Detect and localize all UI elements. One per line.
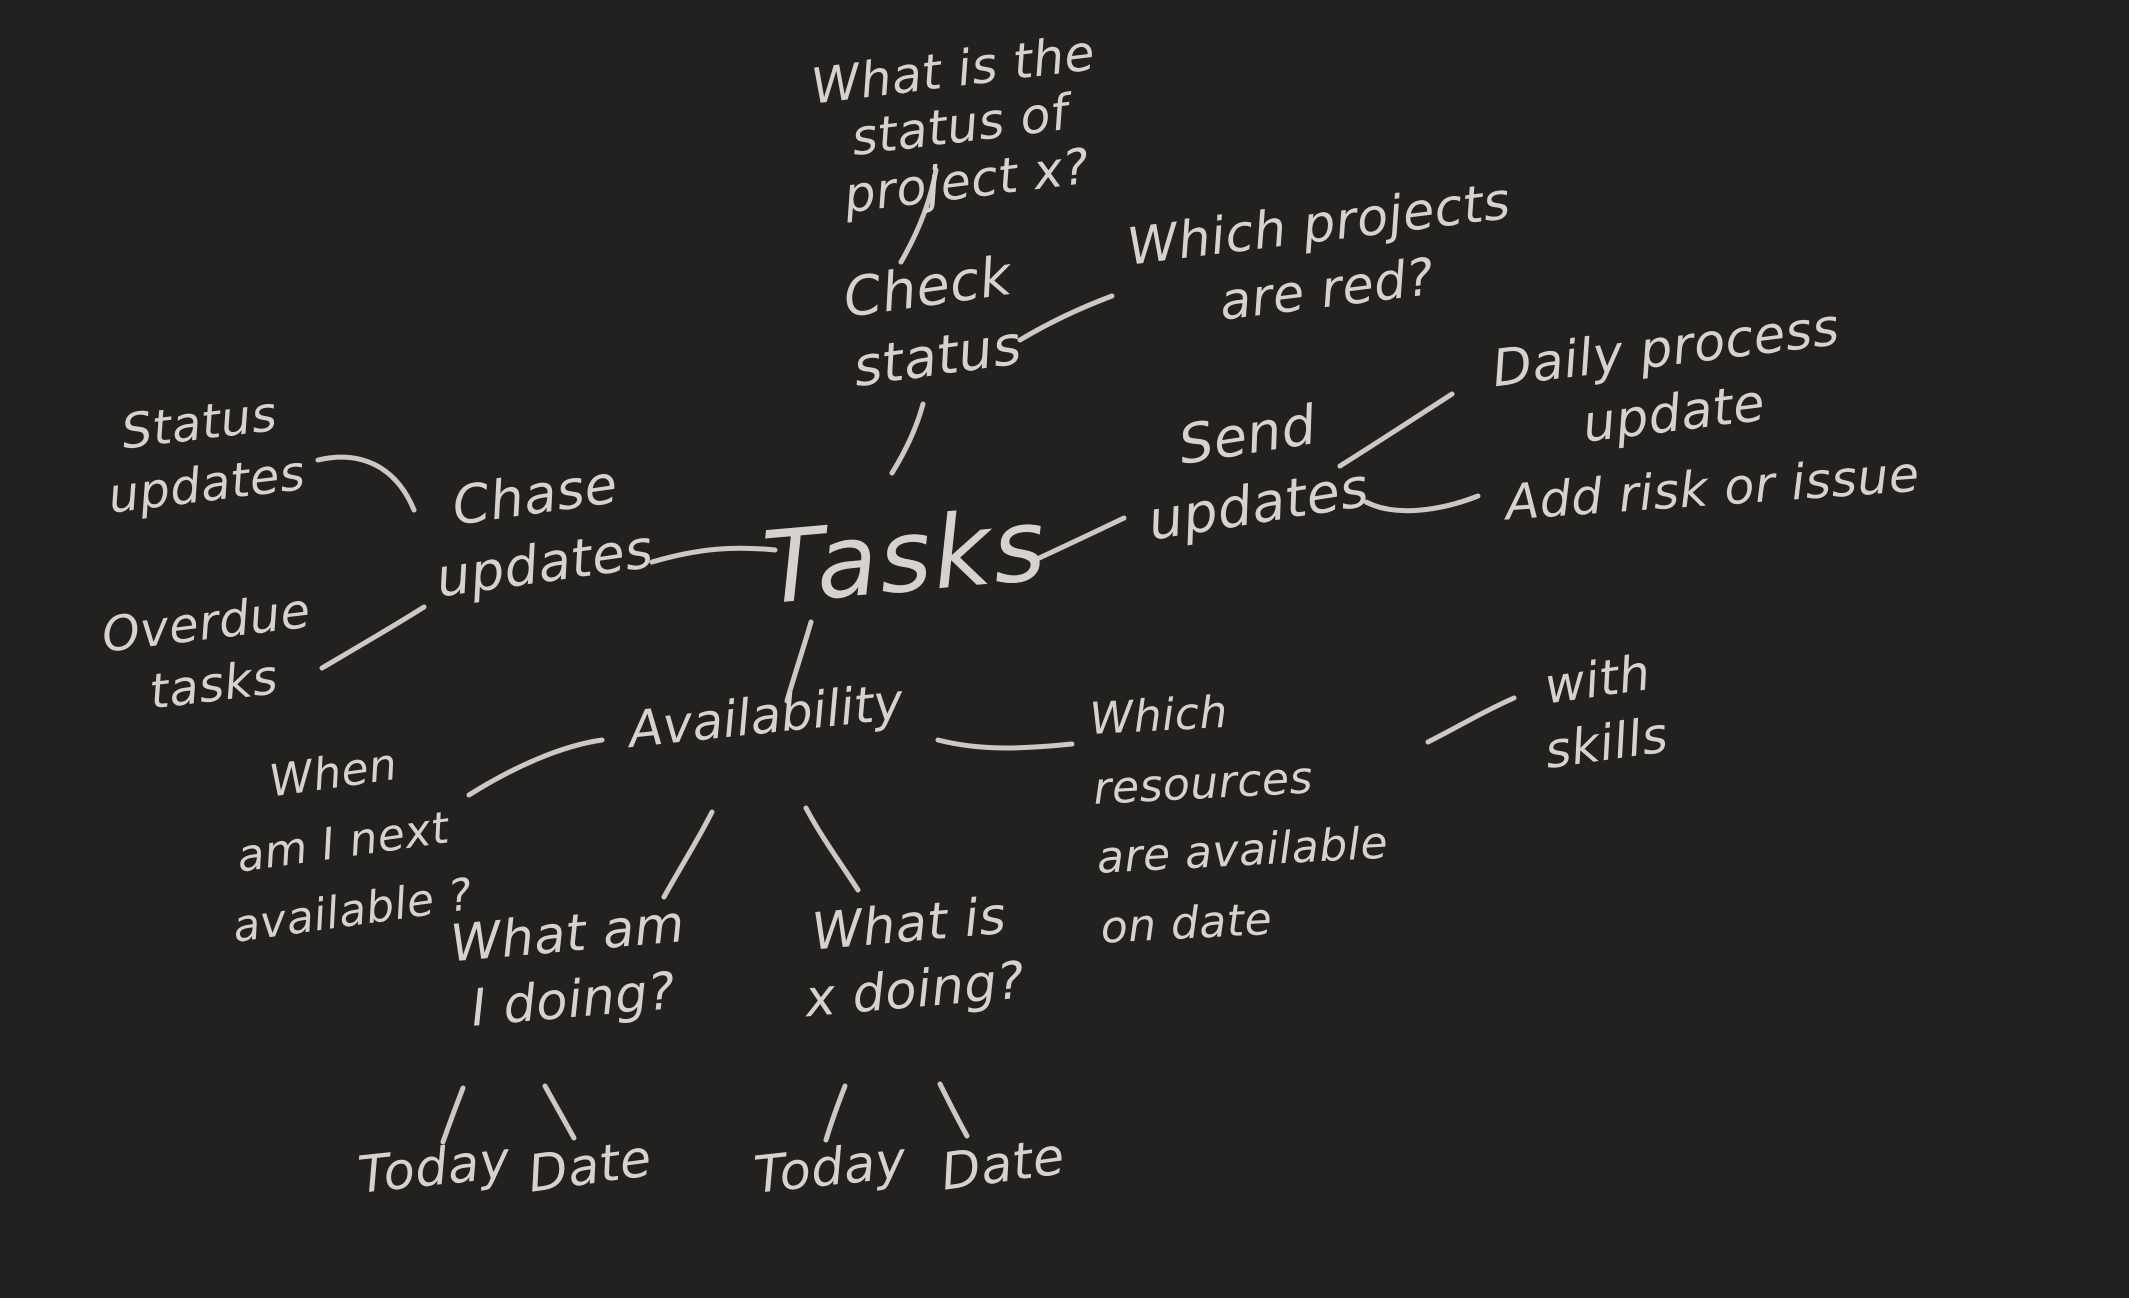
edge-tasks-availability <box>784 619 814 704</box>
node-with-skills[interactable]: with skills <box>1541 644 1672 780</box>
node-which-resources-available[interactable]: Which resources are available on date <box>1088 686 1390 954</box>
node-overdue-tasks[interactable]: Overdue tasks <box>98 582 314 721</box>
edge-status-updates-chase-updates <box>315 454 417 513</box>
edge-check-status-which-projects <box>1017 293 1115 343</box>
edge-what-is-x-today <box>823 1083 848 1143</box>
edge-overdue-tasks-chase-updates <box>319 604 427 671</box>
edge-project-x-check-status <box>898 167 939 265</box>
edge-when-available-availability <box>466 737 605 798</box>
node-what-is-x-doing[interactable]: What is x doing? <box>802 886 1027 1030</box>
edge-availability-what-is-x <box>803 805 861 893</box>
edge-what-is-x-date <box>937 1081 970 1139</box>
node-tasks-root[interactable]: Tasks <box>758 485 1052 628</box>
edge-what-am-i-today <box>440 1085 466 1145</box>
edge-send-updates-daily-process <box>1337 391 1455 469</box>
edge-which-resources-with-skills <box>1425 695 1517 745</box>
edge-check-status-tasks <box>889 401 926 476</box>
edge-availability-what-am-i <box>661 809 715 900</box>
edge-what-am-i-date <box>542 1083 577 1141</box>
edge-tasks-send-updates <box>1032 515 1127 563</box>
node-check-status[interactable]: Check status <box>839 243 1026 400</box>
edge-chase-updates-tasks <box>649 545 778 565</box>
edge-availability-which-resources <box>935 737 1075 751</box>
node-what-am-i-doing[interactable]: What am I doing? <box>448 895 688 1039</box>
edge-send-updates-add-risk <box>1363 493 1481 514</box>
